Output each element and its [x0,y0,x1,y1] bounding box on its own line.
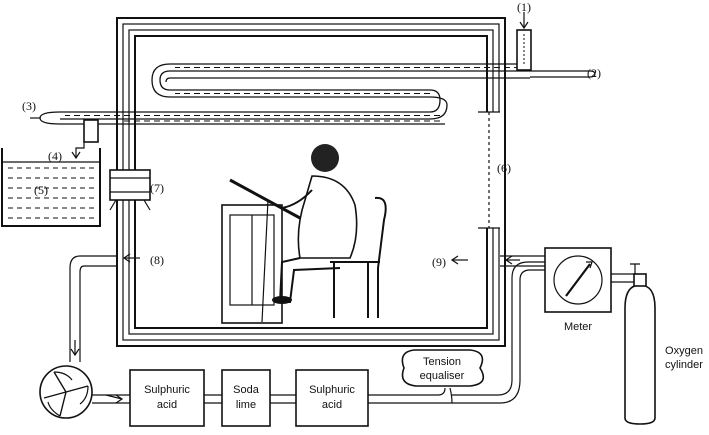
callout-5: (5) [34,183,48,197]
oxygen-cylinder-line1: Oxygen [665,345,703,357]
sulphuric-acid-2-box [295,369,369,427]
tension-equaliser [401,349,485,387]
pump [39,365,93,419]
callout-8: (8) [150,253,164,267]
seated-subject [221,144,387,324]
port-7 [109,169,151,211]
callout-9: (9) [432,255,446,269]
callout-4: (4) [48,149,62,163]
return-pipe-left [69,253,140,362]
water-coil [30,63,596,125]
sulphuric-acid-1-line2: acid [157,399,177,411]
soda-lime-line1: Soda [233,384,260,396]
callout-1: (1) [517,0,531,14]
oxygen-cylinder-line2: cylinder [665,359,703,371]
inlet-tube [516,12,532,71]
soda-lime-line2: lime [236,399,256,411]
absorber-line [92,261,545,404]
sulphuric-acid-2-line2: acid [322,399,342,411]
oxygen-cylinder [624,273,656,425]
tension-equaliser-line2: equaliser [420,370,465,382]
window [478,111,500,229]
callout-2: (2) [587,66,601,80]
outlet-drip [71,119,99,160]
meter-label: Meter [564,321,592,333]
sulphuric-acid-2-line1: Sulphuric [309,384,355,396]
soda-lime-box [221,369,271,427]
tension-equaliser-line1: Tension [423,356,461,368]
return-pipe-right [450,255,545,267]
callout-3: (3) [22,99,36,113]
callout-7: (7) [150,181,164,195]
water-tank [1,148,101,227]
sulphuric-acid-1-box [129,369,205,427]
sulphuric-acid-1-line1: Sulphuric [144,384,190,396]
callout-6: (6) [497,161,511,175]
